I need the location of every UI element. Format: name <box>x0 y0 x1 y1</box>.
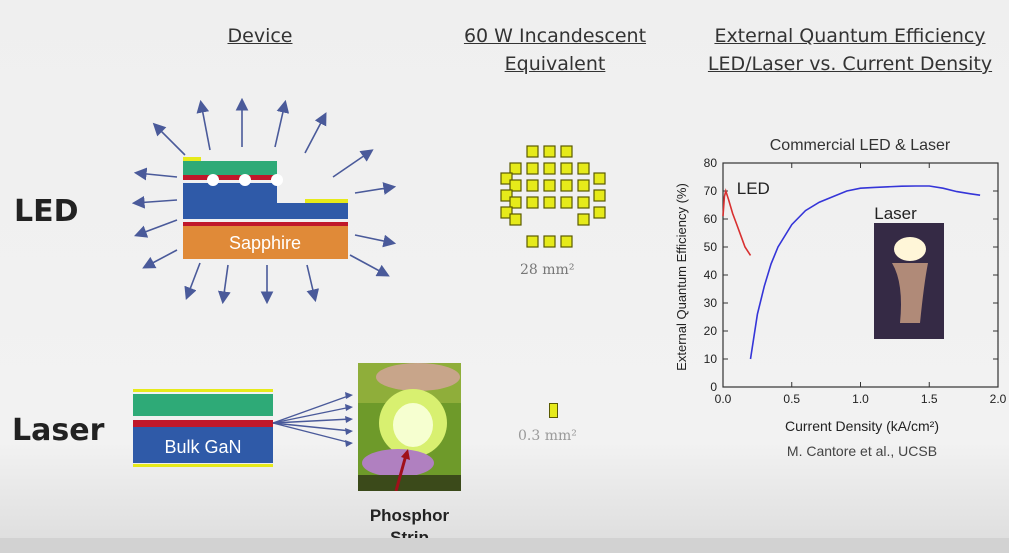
row-label-led: LED <box>14 194 79 229</box>
header-eqe-line2: LED/Laser vs. Current Density <box>707 53 993 75</box>
annotation-led: LED <box>737 179 770 198</box>
y-tick-label: 10 <box>704 352 718 366</box>
header-device: Device <box>227 25 293 47</box>
header-equivalent-line2: Equivalent <box>504 53 606 75</box>
x-tick-label: 0.0 <box>715 392 732 406</box>
header-eqe: External Quantum Efficiency LED/Laser vs… <box>690 22 1009 78</box>
sapphire-label: Sapphire <box>229 233 301 253</box>
led-sapphire <box>183 226 348 259</box>
y-tick-label: 0 <box>710 380 717 394</box>
y-tick-label: 60 <box>704 212 718 226</box>
chart-xlabel: Current Density (kA/cm²) <box>785 418 939 434</box>
led-contact-n <box>305 199 348 203</box>
x-tick-label: 1.0 <box>852 392 869 406</box>
y-tick-label: 80 <box>704 156 718 170</box>
sparkle-icons <box>207 174 283 186</box>
header-eqe-line1: External Quantum Efficiency <box>714 25 986 47</box>
led-device-diagram: Sapphire <box>131 97 397 305</box>
y-tick-label: 70 <box>704 184 718 198</box>
x-tick-label: 1.5 <box>921 392 938 406</box>
laser-series-line <box>749 185 981 360</box>
laser-beam-arrows <box>272 394 352 444</box>
laser-device-diagram: Bulk GaN <box>133 389 353 467</box>
led-series-line <box>722 188 752 256</box>
annotation-laser: Laser <box>874 204 917 223</box>
header-equivalent-line1: 60 W Incandescent <box>463 25 647 47</box>
laser-photo <box>874 223 944 339</box>
y-tick-label: 50 <box>704 240 718 254</box>
x-tick-label: 2.0 <box>990 392 1007 406</box>
led-contact-top <box>183 157 201 161</box>
bottom-bar <box>0 538 1009 553</box>
led-area-label: 28 mm² <box>520 262 575 278</box>
eqe-chart: Commercial LED & Laser External Quantum … <box>674 137 1007 459</box>
chart-credit: M. Cantore et al., UCSB <box>787 443 937 459</box>
x-tick-label: 0.5 <box>783 392 800 406</box>
led-active-layer <box>183 175 277 180</box>
y-tick-label: 20 <box>704 324 718 338</box>
row-label-laser: Laser <box>12 413 105 448</box>
led-p-layer <box>183 161 277 175</box>
laser-chip <box>549 403 558 418</box>
header-equivalent: 60 W Incandescent Equivalent <box>440 22 670 78</box>
chart-ylabel: External Quantum Efficiency (%) <box>674 183 689 371</box>
led-chip-array <box>500 145 606 248</box>
phosphor-label-line1: Phosphor <box>369 506 450 525</box>
led-n-gan <box>183 183 277 203</box>
laser-area-label: 0.3 mm² <box>518 428 577 444</box>
y-tick-label: 30 <box>704 296 718 310</box>
phosphor-photo <box>358 363 461 491</box>
bulk-gan-label: Bulk GaN <box>164 437 241 457</box>
chart-title: Commercial LED & Laser <box>770 137 951 154</box>
y-tick-label: 40 <box>704 268 718 282</box>
emission-arrows <box>131 97 397 305</box>
